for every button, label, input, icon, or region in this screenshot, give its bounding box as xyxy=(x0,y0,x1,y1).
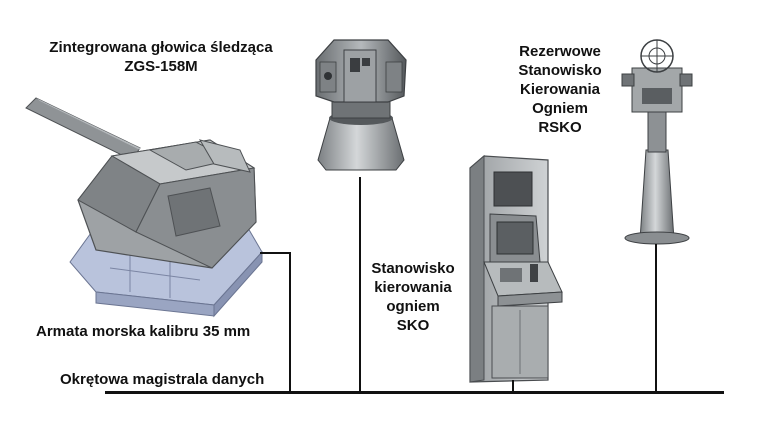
rsko-connector xyxy=(655,244,657,392)
tracking-head-illustration xyxy=(304,33,418,177)
sko-label-line3: ogniem xyxy=(386,298,440,315)
rsko-label-line3: Kierowania xyxy=(519,81,601,98)
gun-connector-horizontal xyxy=(260,252,290,254)
rsko-label-line2: Stanowisko xyxy=(518,62,602,79)
sko-label-line2: kierowania xyxy=(374,279,452,296)
databus-label-text: Okrętowa magistrala danych xyxy=(60,371,265,388)
gun-label: Armata morska kalibru 35 mm xyxy=(36,322,266,341)
gun-illustration xyxy=(25,97,263,318)
tracking-head-label-line2: ZGS-158M xyxy=(124,58,198,75)
gun-connector-vertical xyxy=(289,252,291,392)
rsko-label-line4: Ogniem xyxy=(532,100,588,117)
sko-console-illustration xyxy=(469,154,563,383)
databus-label: Okrętowa magistrala danych xyxy=(60,370,290,389)
gun-label-text: Armata morska kalibru 35 mm xyxy=(36,323,251,340)
rsko-label-line5: RSKO xyxy=(538,119,582,136)
sko-label-line4: SKO xyxy=(396,317,430,334)
sko-label-line1: Stanowisko xyxy=(371,260,455,277)
rsko-label: Rezerwowe Stanowisko Kierowania Ogniem R… xyxy=(505,42,615,137)
sko-label: Stanowisko kierowania ogniem SKO xyxy=(358,259,468,335)
tracking-head-label-line1: Zintegrowana głowica śledząca xyxy=(49,39,273,56)
sko-connector xyxy=(512,380,514,392)
tracking-head-label: Zintegrowana głowica śledząca ZGS-158M xyxy=(36,38,286,76)
rsko-illustration xyxy=(621,39,693,245)
rsko-label-line1: Rezerwowe xyxy=(519,43,601,60)
databus-line xyxy=(105,391,724,394)
tracking-head-connector xyxy=(359,177,361,392)
